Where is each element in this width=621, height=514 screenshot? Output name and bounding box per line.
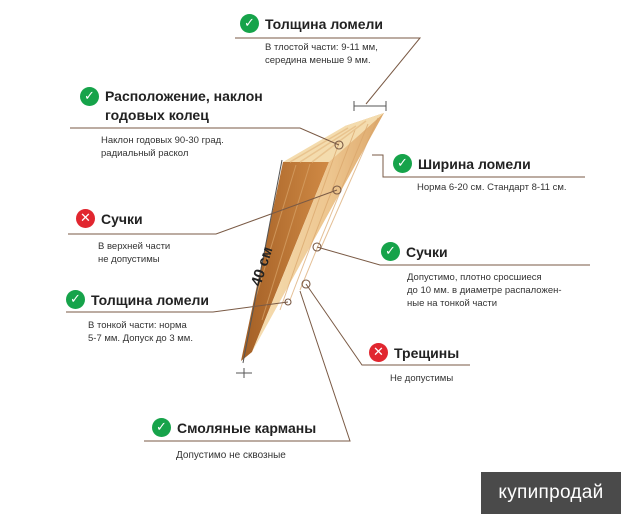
lamella-face [252,113,384,352]
lamella-side [241,162,329,361]
callout-description: Не допустимы [390,373,454,384]
callout-title: Смоляные карманы [177,419,317,436]
callout-title: Ширина ломели [418,155,531,172]
callout-thickness-top: ✓ Толщина ломели В тлостой части: 9-11 м… [240,14,383,67]
callout-description: Норма 6-20 см. Стандарт 8-11 см. [417,182,567,193]
callout-cracks: ✕ Трещины Не допустимы [369,343,459,385]
dimension-lines [236,101,387,378]
callout-title: Сучки [101,210,143,227]
callout-description: В тлостой части: 9-11 мм, середина меньш… [265,42,378,66]
callout-description: В тонкой части: норма 5-7 мм. Допуск до … [88,320,193,344]
check-icon: ✓ [393,154,412,173]
lamella [241,113,384,361]
cross-icon: ✕ [369,343,388,362]
wood-grain [254,117,379,321]
check-icon: ✓ [152,418,171,437]
cross-icon: ✕ [76,209,95,228]
check-icon: ✓ [66,290,85,309]
callout-title: Толщина ломели [91,291,210,308]
callout-resin: ✓ Смоляные карманы Допустимо не сквозные [152,418,316,462]
check-icon: ✓ [381,242,400,261]
watermark-logo: купипродай [481,472,621,514]
callout-title: Толщина ломели [265,15,384,32]
callout-description: В верхней части не допустимы [98,241,171,265]
callout-rings: ✓ Расположение, наклон годовых колец Нак… [80,87,263,160]
callout-description: Наклон годовых 90-30 град. радиальный ра… [101,135,224,159]
callout-description: Допустимо, плотно сросшиеся до 10 мм. в … [407,272,562,309]
lamella-top [283,113,384,162]
check-icon: ✓ [80,87,99,106]
leader-lines [66,37,590,442]
callout-description: Допустимо не сквозные [176,450,286,461]
callout-knots-bad: ✕ Сучки В верхней части не допустимы [76,209,170,266]
callout-knots-ok: ✓ Сучки Допустимо, плотно сросшиеся до 1… [381,242,562,310]
check-icon: ✓ [240,14,259,33]
callout-title: Трещины [394,344,460,361]
callout-width: ✓ Ширина ломели Норма 6-20 см. Стандарт … [393,154,567,194]
callout-thickness-bottom: ✓ Толщина ломели В тонкой части: норма 5… [66,290,209,345]
callout-title: Расположение, наклон годовых колец [105,88,263,123]
callout-title: Сучки [406,243,448,260]
